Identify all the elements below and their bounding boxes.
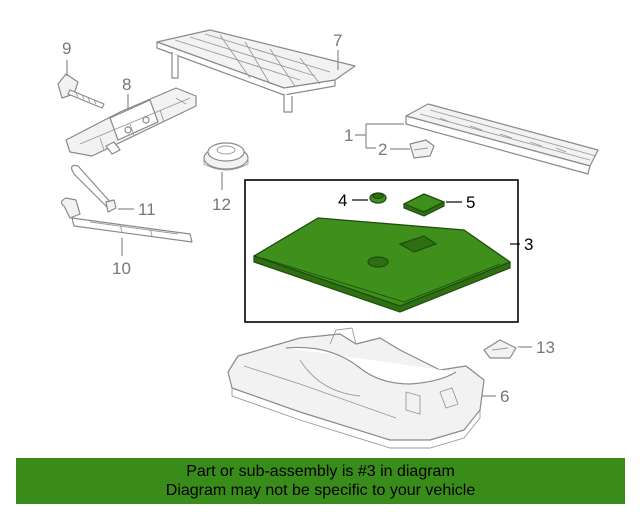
callout-1: 1 bbox=[344, 126, 353, 145]
part-2-clip[interactable] bbox=[409, 139, 435, 159]
callout-6: 6 bbox=[500, 387, 509, 406]
highlight-box-part-3 bbox=[244, 179, 519, 323]
callout-7: 7 bbox=[333, 31, 342, 50]
part-3-load-floor[interactable] bbox=[253, 217, 511, 313]
part-5-cover[interactable] bbox=[403, 193, 445, 217]
callout-12: 12 bbox=[212, 195, 231, 214]
part-7-floor-panel[interactable] bbox=[156, 29, 356, 113]
part-11-wrench[interactable] bbox=[71, 164, 117, 213]
parts-diagram: 7 9 8 1 2 12 bbox=[57, 29, 599, 449]
callout-3: 3 bbox=[524, 235, 533, 254]
part-4-plug[interactable] bbox=[369, 192, 387, 204]
banner-line-2: Diagram may not be specific to your vehi… bbox=[165, 482, 476, 499]
callout-13: 13 bbox=[536, 338, 555, 357]
callout-10: 10 bbox=[112, 259, 131, 278]
callout-5: 5 bbox=[466, 193, 475, 212]
banner-line-1: Part or sub-assembly is #3 in diagram bbox=[186, 463, 455, 480]
part-1-sill-plate[interactable] bbox=[405, 103, 599, 175]
part-13-bracket[interactable] bbox=[483, 339, 517, 359]
part-6-storage-tray[interactable] bbox=[227, 327, 485, 449]
callout-8: 8 bbox=[122, 75, 131, 94]
leader-1 bbox=[355, 123, 404, 149]
callout-11: 11 bbox=[138, 200, 156, 219]
info-banner: Part or sub-assembly is #3 in diagram Di… bbox=[16, 458, 625, 504]
part-8-jack[interactable] bbox=[65, 87, 197, 157]
callout-9: 9 bbox=[62, 39, 71, 58]
part-9-wing-bolt[interactable] bbox=[57, 73, 105, 109]
callout-4: 4 bbox=[338, 191, 347, 210]
part-12-spacer[interactable] bbox=[203, 142, 249, 171]
callout-2: 2 bbox=[378, 140, 387, 159]
part-10-handle[interactable] bbox=[60, 197, 193, 243]
